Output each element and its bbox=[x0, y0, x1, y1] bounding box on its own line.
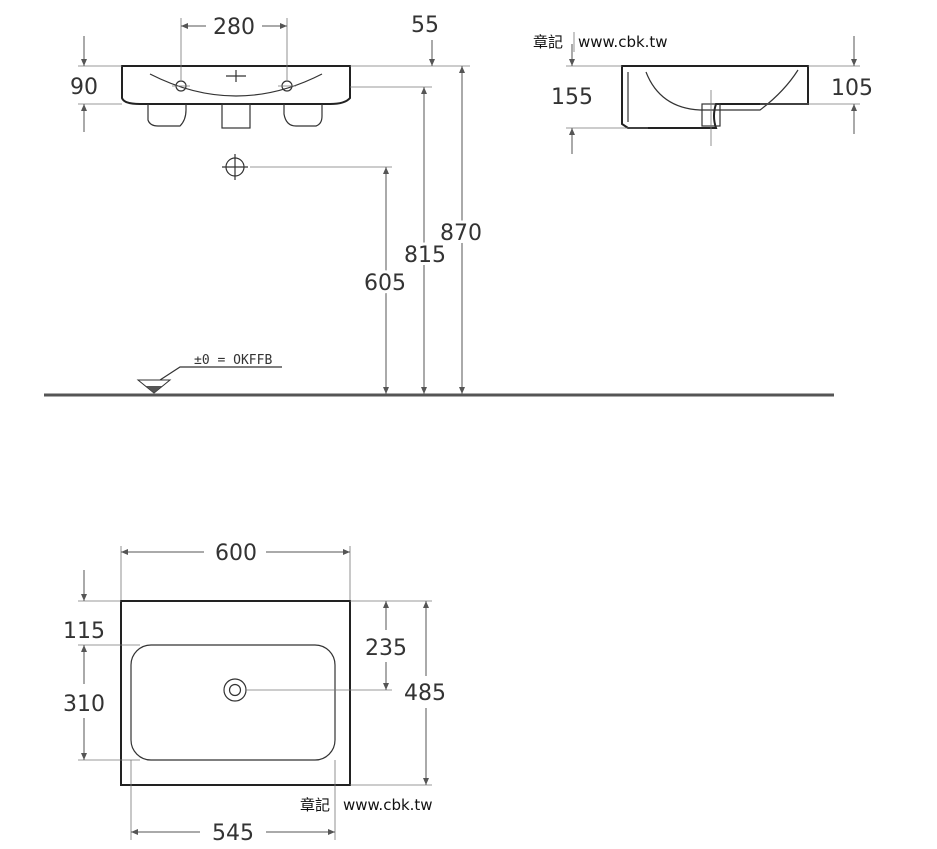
side-view: 155 105 bbox=[551, 36, 873, 154]
dim-overall-depth: 485 bbox=[404, 681, 446, 706]
tap-hole-left-icon bbox=[172, 80, 190, 92]
dim-tap-hole-spacing: 280 bbox=[213, 15, 255, 40]
front-view: 280 90 55 870 815 605 ±0 = OKFFB bbox=[44, 13, 834, 397]
basin-front-outline bbox=[121, 65, 351, 105]
watermark-top-chars: 章記 bbox=[533, 33, 563, 51]
dim-bowl-depth: 310 bbox=[63, 692, 105, 717]
dim-side-depth: 155 bbox=[551, 85, 593, 110]
dim-installed-height-rim: 815 bbox=[404, 243, 446, 268]
floor-reference-label: ±0 = OKFFB bbox=[194, 353, 272, 368]
basin-right-support bbox=[283, 104, 323, 127]
basin-bowl-outline bbox=[130, 644, 336, 761]
plan-view: 600 115 310 235 485 545 bbox=[63, 541, 446, 846]
dim-depth-offset: 55 bbox=[411, 13, 439, 38]
dim-rim-height: 90 bbox=[70, 75, 98, 100]
watermark-bottom-chars: 章記 bbox=[300, 796, 330, 814]
basin-bowl-curve bbox=[149, 73, 323, 97]
basin-plan-outline bbox=[120, 600, 351, 786]
dim-waste-offset: 235 bbox=[365, 636, 407, 661]
waste-spigot bbox=[221, 103, 251, 129]
dim-front-margin: 115 bbox=[63, 619, 105, 644]
dim-side-rim: 105 bbox=[831, 76, 873, 101]
dim-inner-width: 545 bbox=[212, 821, 254, 846]
watermark-top-url: www.cbk.tw bbox=[578, 33, 668, 51]
dim-width: 600 bbox=[215, 541, 257, 566]
basin-left-support bbox=[147, 104, 187, 127]
overflow-slot-icon bbox=[226, 70, 246, 82]
basin-side-inner-curve bbox=[645, 69, 799, 111]
dim-waste-height: 605 bbox=[364, 271, 406, 296]
tap-hole-right-icon bbox=[278, 80, 296, 92]
waste-outlet-symbol-icon bbox=[222, 154, 248, 180]
dim-installed-height-total: 870 bbox=[440, 221, 482, 246]
basin-side-outline bbox=[621, 65, 809, 129]
floor-level-symbol-icon bbox=[136, 366, 282, 394]
watermark-bottom-url: www.cbk.tw bbox=[343, 796, 433, 814]
